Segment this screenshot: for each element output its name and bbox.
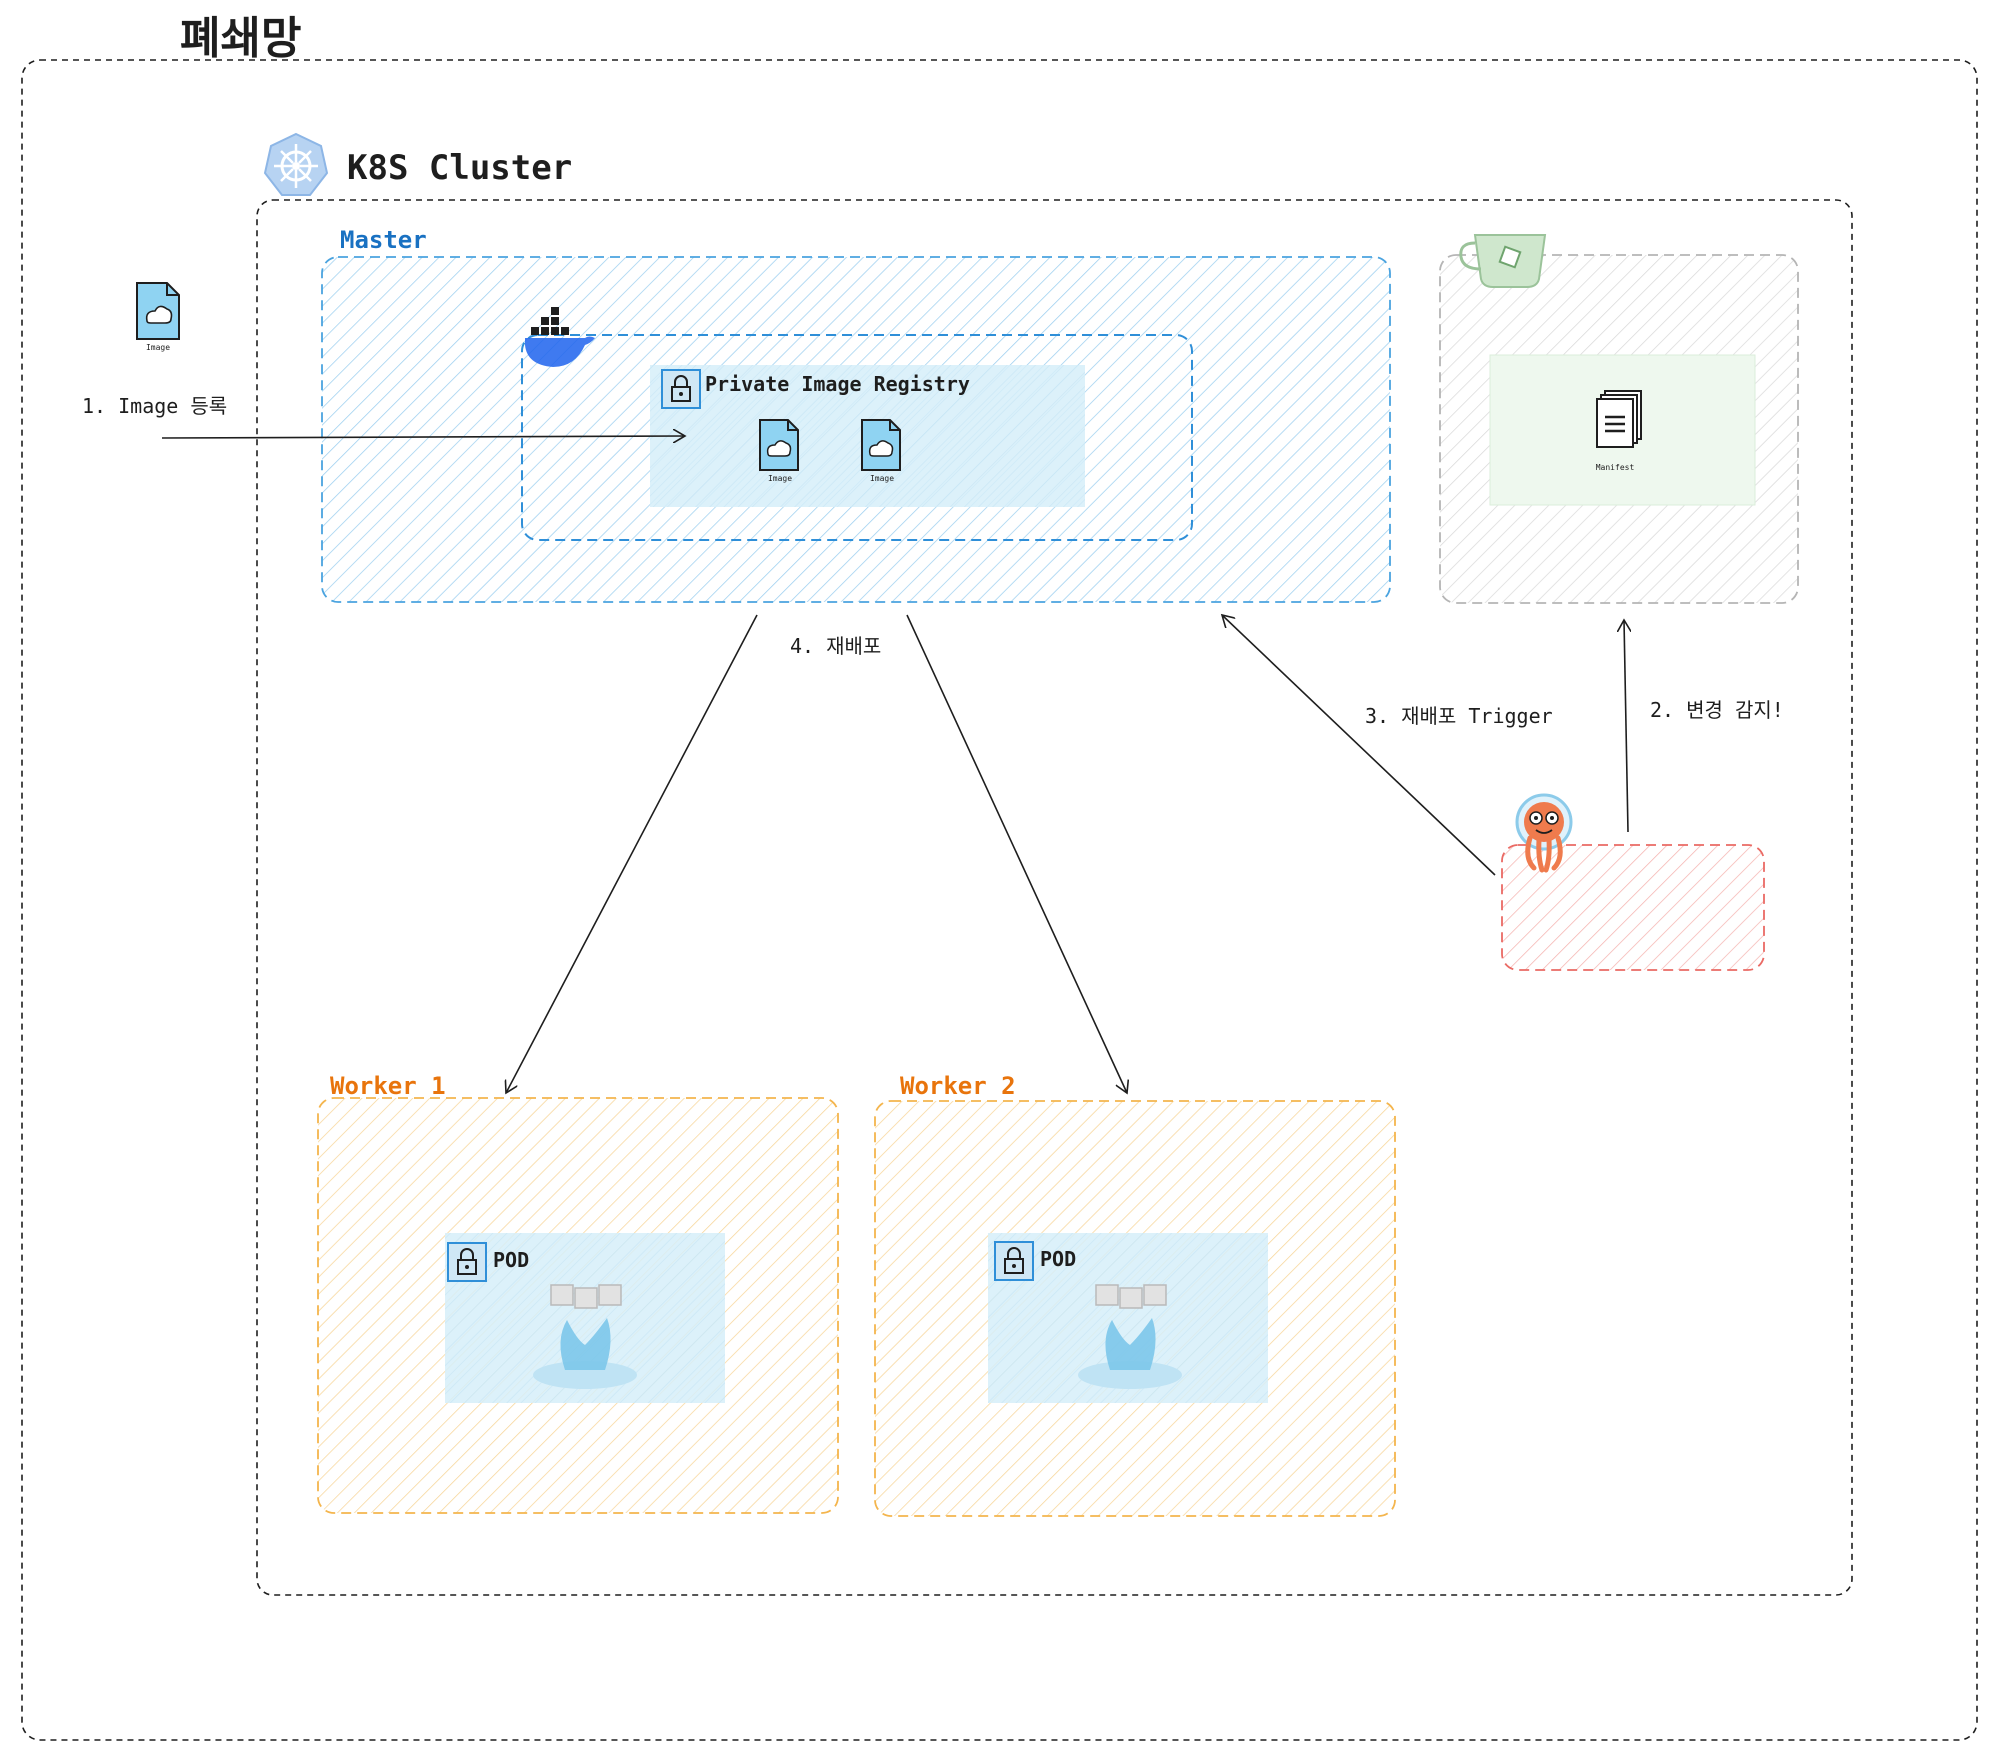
pod-2-label: POD <box>1040 1247 1077 1271</box>
step-4-label: 4. 재배포 <box>790 634 882 658</box>
arrow-redeploy-worker-2 <box>906 614 1127 1093</box>
whale-container-icon <box>1078 1284 1182 1389</box>
step-3-label: 3. 재배포 Trigger <box>1365 704 1553 728</box>
image-file-icon <box>759 419 799 471</box>
docker-icon <box>525 307 595 367</box>
image-file-icon <box>136 282 180 340</box>
pod-1-label: POD <box>493 1248 530 1272</box>
cluster-frame <box>256 199 1853 1596</box>
closed-network-frame <box>21 59 1978 1741</box>
git-icon <box>1459 234 1547 288</box>
worker-1-label: Worker 1 <box>330 1072 446 1100</box>
cluster-title: K8S Cluster <box>347 148 573 188</box>
worker-2-label: Worker 2 <box>900 1072 1016 1100</box>
image-file-icon <box>861 419 901 471</box>
manifest-label: Manifest <box>1595 463 1635 472</box>
arrow-redeploy-trigger <box>1222 615 1496 876</box>
argo-zone <box>1501 844 1765 971</box>
external-image-label: Image <box>145 343 171 352</box>
step-1-label: 1. Image 등록 <box>82 394 228 418</box>
manifest-icon <box>1596 390 1642 448</box>
kubernetes-icon <box>263 132 329 196</box>
step-2-label: 2. 변경 감지! <box>1650 698 1784 722</box>
lock-icon <box>994 1241 1034 1281</box>
lock-icon <box>661 369 701 409</box>
arrow-change-detect <box>1624 620 1628 833</box>
registry-image-label: Image <box>869 474 895 483</box>
whale-container-icon <box>533 1284 637 1389</box>
arrow-redeploy-worker-1 <box>506 614 758 1093</box>
lock-icon <box>447 1242 487 1282</box>
page-title: 폐쇄망 <box>180 13 302 64</box>
registry-label: Private Image Registry <box>705 372 970 396</box>
argo-icon <box>1515 793 1573 873</box>
master-label: Master <box>340 226 427 254</box>
arrow-image-register <box>161 436 685 438</box>
registry-image-label: Image <box>767 474 793 483</box>
